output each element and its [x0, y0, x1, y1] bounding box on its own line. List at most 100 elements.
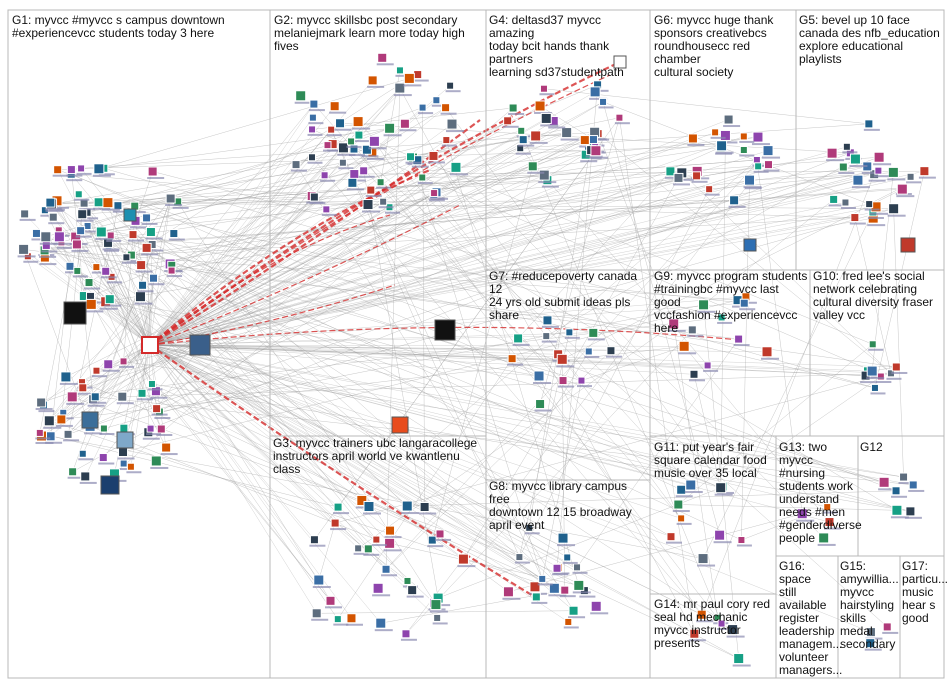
hub-spoke-edge	[149, 174, 545, 346]
node-avatar	[385, 525, 396, 536]
edge	[57, 145, 722, 170]
hub-spoke-edge	[149, 172, 682, 346]
node-avatar	[141, 242, 152, 253]
edge	[703, 199, 834, 305]
node-avatar	[63, 429, 73, 439]
node-avatar	[399, 118, 410, 129]
hub-spoke-edge	[149, 344, 911, 512]
node-label-mark	[739, 154, 755, 157]
node-avatar	[80, 471, 91, 482]
node-label-mark	[51, 206, 70, 209]
node-label-mark	[403, 84, 422, 87]
edge	[354, 170, 925, 175]
group-label-g5: G5: bevel up 10 face canada des nfb_educ…	[799, 13, 940, 66]
featured-node	[189, 334, 211, 356]
node-avatar	[156, 424, 166, 434]
edge	[86, 212, 160, 413]
node-label-mark	[896, 195, 915, 198]
hub-spoke-edge	[149, 344, 672, 537]
edge	[520, 147, 590, 152]
node-avatar	[308, 125, 317, 134]
hub-spoke-edge	[149, 344, 362, 501]
node-avatar	[45, 197, 56, 208]
node-avatar	[826, 147, 838, 159]
node-label-mark	[367, 85, 385, 88]
node-avatar	[579, 135, 590, 146]
node-label-mark	[67, 476, 84, 479]
edge	[433, 132, 595, 195]
node-avatar	[384, 537, 396, 549]
edge	[546, 158, 856, 337]
node-avatar	[727, 624, 739, 636]
hub-spoke-edge	[149, 344, 578, 568]
node-label-mark	[878, 488, 897, 491]
edge	[171, 164, 769, 271]
featured-node	[434, 319, 456, 341]
edge	[173, 233, 565, 591]
node-avatar	[65, 261, 75, 271]
node-label-mark	[368, 147, 387, 150]
edge	[311, 129, 873, 372]
node-avatar	[762, 145, 774, 157]
node-avatar	[515, 553, 524, 562]
hub-spoke-edge	[149, 147, 344, 346]
node-avatar	[309, 99, 319, 109]
node-label-mark	[384, 211, 400, 214]
node-label-mark	[435, 538, 452, 541]
node-avatar	[717, 619, 726, 628]
node-avatar	[66, 165, 76, 175]
edge	[59, 136, 759, 238]
group-label-g3: G3: myvcc trainers ubc langaracollege in…	[273, 436, 478, 476]
node-avatar	[919, 166, 930, 177]
edge	[602, 101, 720, 536]
node-avatar	[325, 595, 336, 606]
node-avatar	[696, 609, 707, 620]
node-avatar	[711, 128, 720, 137]
node-avatar	[101, 266, 111, 276]
node-label-mark	[35, 442, 54, 445]
edge	[433, 155, 570, 333]
node-avatar	[372, 582, 384, 594]
node-label-mark	[412, 79, 429, 82]
edge	[399, 87, 695, 634]
edge	[407, 490, 897, 507]
node-avatar	[330, 518, 340, 528]
edge	[51, 179, 548, 205]
node-avatar	[557, 532, 569, 544]
hub-spoke-edge	[140, 265, 151, 346]
node-avatar	[167, 266, 176, 275]
node-avatar	[78, 383, 88, 393]
hub-spoke-edge	[149, 103, 315, 346]
node-label-mark	[135, 270, 153, 273]
hub-spoke-edge	[96, 266, 151, 346]
edge	[90, 296, 911, 512]
node-label-mark	[527, 171, 545, 174]
node-label-mark	[71, 249, 89, 252]
hub-spoke-edge	[83, 203, 151, 346]
edge	[455, 167, 824, 539]
node-avatar	[77, 209, 88, 220]
node-avatar	[362, 199, 374, 211]
node-avatar	[150, 455, 162, 467]
edge	[337, 358, 513, 620]
edge	[741, 506, 828, 541]
node-label-mark	[715, 151, 734, 154]
node-label-mark	[82, 217, 99, 220]
node-label-mark	[432, 622, 448, 625]
node-avatar	[66, 391, 78, 403]
group-label-g13: G13: two myvcc #nursing students work un…	[779, 440, 862, 545]
node-avatar	[705, 185, 714, 194]
node-label-mark	[557, 544, 576, 547]
edge	[89, 198, 171, 427]
node-avatar	[719, 129, 731, 141]
node-label-mark	[31, 238, 48, 241]
node-label-mark	[35, 437, 51, 440]
node-label-mark	[866, 377, 885, 380]
node-avatar	[739, 132, 748, 141]
node-avatar	[874, 166, 883, 175]
node-label-mark	[345, 623, 363, 626]
node-label-mark	[514, 561, 530, 564]
node-avatar	[677, 514, 686, 523]
node-avatar	[689, 369, 699, 379]
node-label-mark	[440, 112, 457, 115]
